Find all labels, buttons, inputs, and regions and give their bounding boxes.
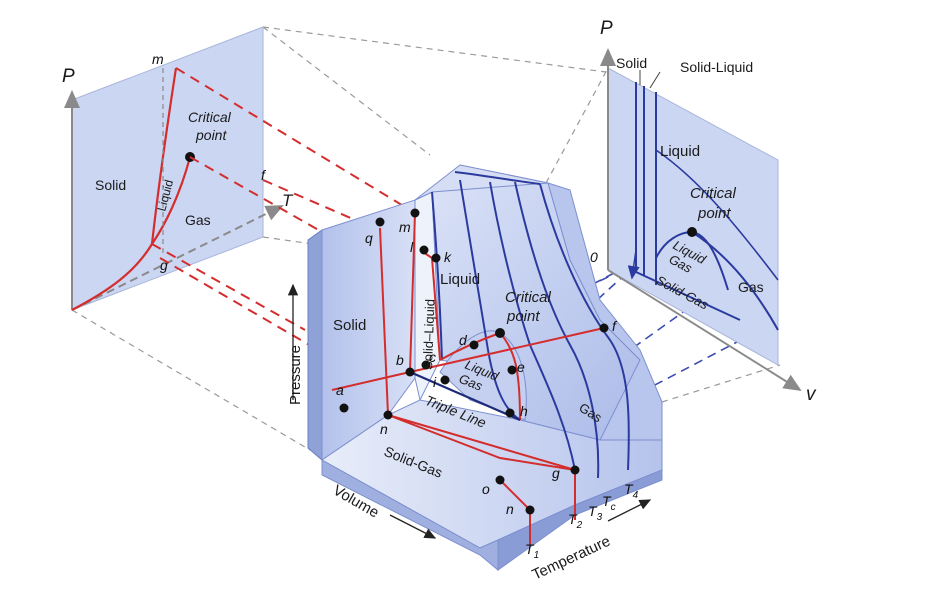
pv-gas-label: Gas bbox=[738, 279, 764, 295]
surface-liquid-label: Liquid bbox=[440, 271, 480, 288]
surface-solid-face bbox=[321, 199, 416, 461]
pt-gas-label: Gas bbox=[185, 212, 211, 228]
pv-critical-point bbox=[687, 227, 697, 237]
pt-fusion-curve bbox=[150, 67, 178, 245]
point-q bbox=[375, 217, 385, 227]
pvt-surface: Solid Solid–Liquid Liquid Critical point… bbox=[287, 164, 663, 584]
svg-text:k: k bbox=[444, 249, 452, 265]
svg-text:e: e bbox=[517, 359, 525, 375]
pt-p-label: P bbox=[62, 66, 75, 87]
point-i bbox=[440, 375, 450, 385]
point-m bbox=[410, 208, 420, 218]
isotherm-labels: T1 T2 T3 Tc T4 bbox=[525, 481, 639, 561]
point-h bbox=[505, 408, 515, 418]
surface-solid-label: Solid bbox=[333, 317, 366, 334]
pt-f-label: f bbox=[261, 167, 267, 183]
svg-text:n: n bbox=[380, 421, 388, 437]
pt-solid-label: Solid bbox=[95, 177, 126, 193]
svg-text:c: c bbox=[429, 349, 436, 365]
point-l bbox=[419, 245, 429, 255]
pv-v-axis bbox=[607, 269, 802, 392]
pt-t-label: T bbox=[282, 191, 294, 210]
point-p bbox=[383, 410, 393, 420]
pv-solid-liquid-label: Solid-Liquid bbox=[680, 59, 753, 75]
temperature-axis-arrow bbox=[607, 499, 652, 522]
svg-text:d: d bbox=[459, 332, 468, 348]
surface-critical-label-1: Critical bbox=[505, 289, 552, 306]
pt-critical-label-1: Critical bbox=[188, 109, 232, 125]
pt-diagram: P T Solid Gas Liquid Critical point m f … bbox=[62, 26, 294, 311]
pt-t-axis bbox=[71, 205, 284, 311]
svg-text:l: l bbox=[410, 239, 414, 255]
isotherm-label-t3: T3 bbox=[588, 503, 603, 523]
pv-critical-label-2: point bbox=[697, 205, 731, 222]
pressure-axis-label: Pressure bbox=[287, 345, 304, 405]
pt-sublimation-curve bbox=[71, 243, 153, 311]
point-n bbox=[525, 505, 535, 515]
isotherm-label-t1: T1 bbox=[525, 541, 539, 561]
isotherm-label-t2: T2 bbox=[568, 511, 583, 531]
pv-p-label: P bbox=[600, 18, 613, 39]
pt-g-label: g bbox=[160, 257, 168, 273]
pv-plane bbox=[607, 67, 779, 366]
pt-m-label: m bbox=[152, 51, 164, 67]
isotherm-label-t4: T4 bbox=[624, 481, 639, 501]
pv-liquid-label: Liquid bbox=[660, 143, 700, 160]
point-c bbox=[421, 360, 431, 370]
point-o bbox=[495, 475, 505, 485]
surface-point-labels: q m l k d f b c i e a n h g o n bbox=[336, 219, 618, 517]
volume-axis-arrow bbox=[389, 514, 437, 539]
point-d bbox=[469, 340, 479, 350]
pt-critical-label-2: point bbox=[195, 127, 227, 143]
svg-text:a: a bbox=[336, 382, 344, 398]
triple-line bbox=[409, 370, 521, 422]
pv-v-label: v bbox=[806, 384, 817, 405]
svg-text:m: m bbox=[399, 219, 411, 235]
point-k bbox=[431, 253, 441, 263]
isotherm-label-tc: Tc bbox=[602, 493, 616, 513]
pv-zero-label: 0 bbox=[590, 249, 598, 265]
surface-points bbox=[339, 208, 609, 515]
point-critical bbox=[495, 328, 505, 338]
svg-text:i: i bbox=[433, 374, 437, 390]
point-e bbox=[507, 365, 517, 375]
point-g bbox=[570, 465, 580, 475]
svg-text:f: f bbox=[612, 318, 618, 334]
svg-text:h: h bbox=[520, 403, 528, 419]
svg-text:q: q bbox=[365, 230, 373, 246]
point-a bbox=[339, 403, 349, 413]
temperature-axis-label: Temperature bbox=[530, 533, 614, 584]
svg-text:o: o bbox=[482, 481, 490, 497]
svg-text:n: n bbox=[506, 501, 514, 517]
pv-critical-label-1: Critical bbox=[690, 185, 737, 202]
point-b bbox=[405, 367, 415, 377]
pv-diagram: P v Solid Solid-Liquid Liquid Critical p… bbox=[590, 18, 817, 405]
pv-solid-label: Solid bbox=[616, 55, 647, 71]
surface-solid-liquid-label: Solid–Liquid bbox=[420, 299, 437, 370]
surface-critical-label-2: point bbox=[506, 308, 540, 325]
surface-left-face bbox=[307, 229, 323, 462]
svg-text:b: b bbox=[396, 352, 404, 368]
isotherm-lines bbox=[431, 171, 630, 479]
pt-vaporization-curve bbox=[151, 156, 192, 245]
svg-text:g: g bbox=[552, 465, 560, 481]
point-f bbox=[599, 323, 609, 333]
